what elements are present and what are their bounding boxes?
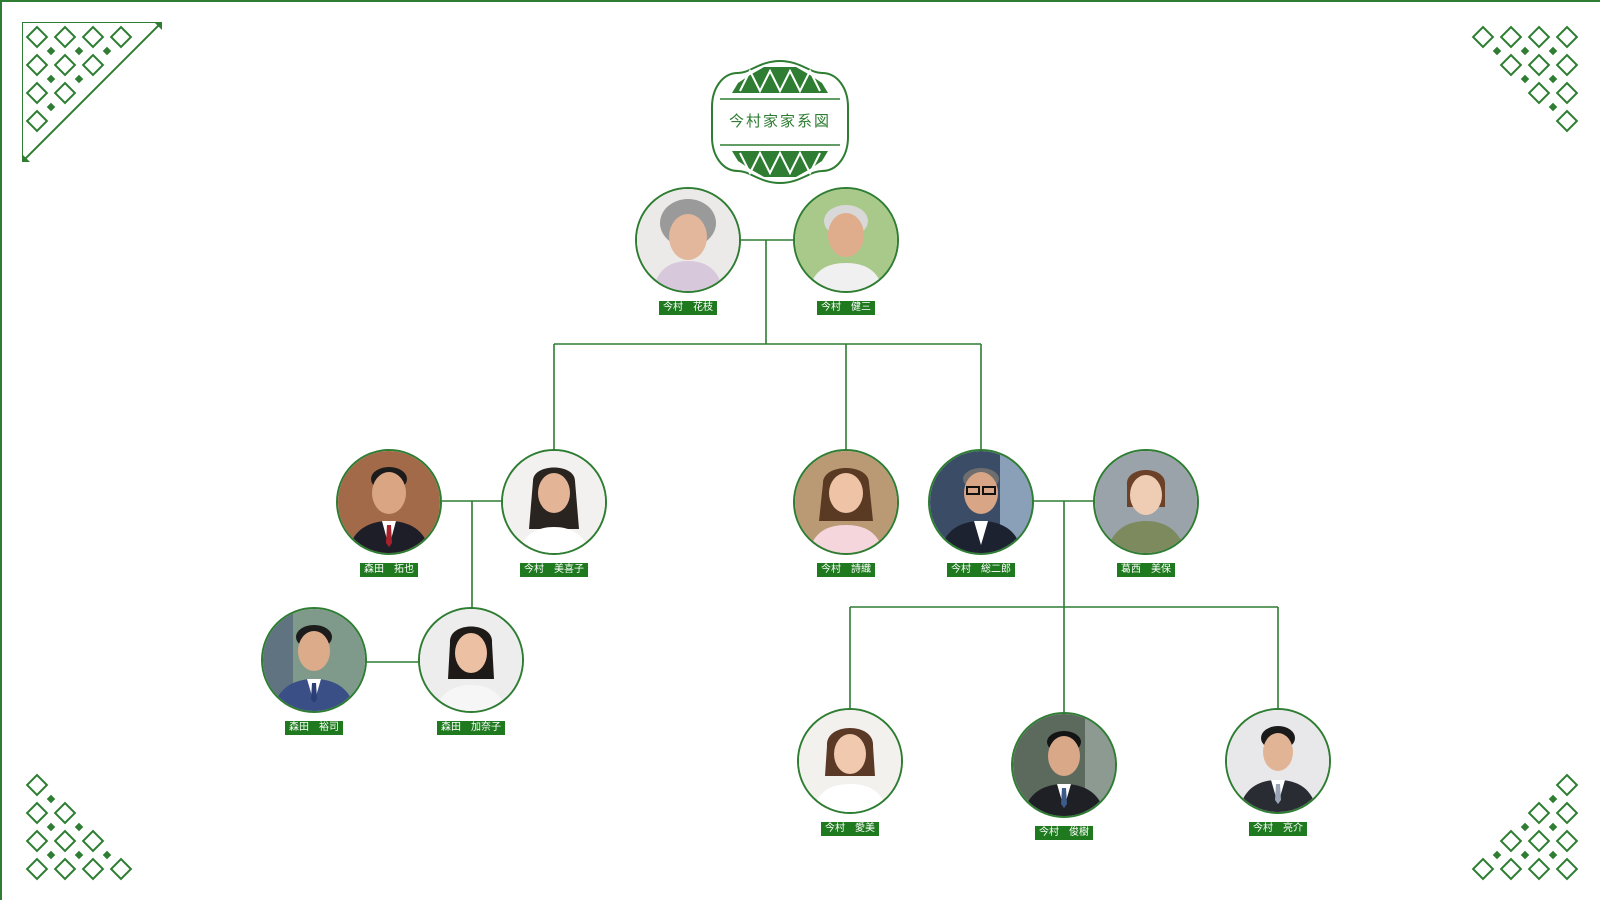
name-label-ryosuke: 今村 亮介 bbox=[1249, 822, 1307, 836]
title-badge-frame bbox=[711, 59, 849, 185]
person-card-sojiro[interactable]: 今村 総二郎 bbox=[926, 449, 1036, 577]
person-card-kanako[interactable]: 森田 加奈子 bbox=[416, 607, 526, 735]
corner-ornament-bottom-left bbox=[25, 773, 133, 881]
person-card-manami[interactable]: 今村 愛美 bbox=[795, 708, 905, 836]
person-card-toshiki[interactable]: 今村 俊樹 bbox=[1009, 712, 1119, 840]
man-with-glasses-portrait bbox=[928, 449, 1034, 555]
name-label-takuya: 森田 拓也 bbox=[360, 563, 418, 577]
person-card-ryosuke[interactable]: 今村 亮介 bbox=[1223, 708, 1333, 836]
man-in-suit-portrait bbox=[1225, 708, 1331, 814]
name-label-yuji: 森田 裕司 bbox=[285, 721, 343, 735]
woman-portrait bbox=[797, 708, 903, 814]
person-card-miho[interactable]: 葛西 美保 bbox=[1091, 449, 1201, 577]
person-card-takuya[interactable]: 森田 拓也 bbox=[334, 449, 444, 577]
name-label-miho: 葛西 美保 bbox=[1117, 563, 1175, 577]
corner-ornament-top-right bbox=[1471, 25, 1579, 133]
person-card-shiori[interactable]: 今村 詩織 bbox=[791, 449, 901, 577]
man-in-suit-portrait bbox=[336, 449, 442, 555]
name-label-kenzo: 今村 健三 bbox=[817, 301, 875, 315]
name-label-shiori: 今村 詩織 bbox=[817, 563, 875, 577]
person-card-kenzo[interactable]: 今村 健三 bbox=[791, 187, 901, 315]
person-card-mikiko[interactable]: 今村 美喜子 bbox=[499, 449, 609, 577]
corner-ornament-top-left bbox=[22, 22, 162, 162]
name-label-kanako: 森田 加奈子 bbox=[437, 721, 505, 735]
man-in-suit-portrait bbox=[261, 607, 367, 713]
person-card-hanae[interactable]: 今村 花枝 bbox=[633, 187, 743, 315]
name-label-sojiro: 今村 総二郎 bbox=[947, 563, 1015, 577]
person-card-yuji[interactable]: 森田 裕司 bbox=[259, 607, 369, 735]
woman-portrait bbox=[418, 607, 524, 713]
man-in-suit-portrait bbox=[1011, 712, 1117, 818]
woman-portrait bbox=[1093, 449, 1199, 555]
name-label-manami: 今村 愛美 bbox=[821, 822, 879, 836]
elderly-man-portrait bbox=[793, 187, 899, 293]
corner-ornament-bottom-right bbox=[1471, 773, 1579, 881]
woman-portrait bbox=[501, 449, 607, 555]
name-label-hanae: 今村 花枝 bbox=[659, 301, 717, 315]
elderly-woman-portrait bbox=[635, 187, 741, 293]
name-label-mikiko: 今村 美喜子 bbox=[520, 563, 588, 577]
name-label-toshiki: 今村 俊樹 bbox=[1035, 826, 1093, 840]
woman-portrait bbox=[793, 449, 899, 555]
page-title: 今村家家系図 bbox=[728, 112, 831, 130]
